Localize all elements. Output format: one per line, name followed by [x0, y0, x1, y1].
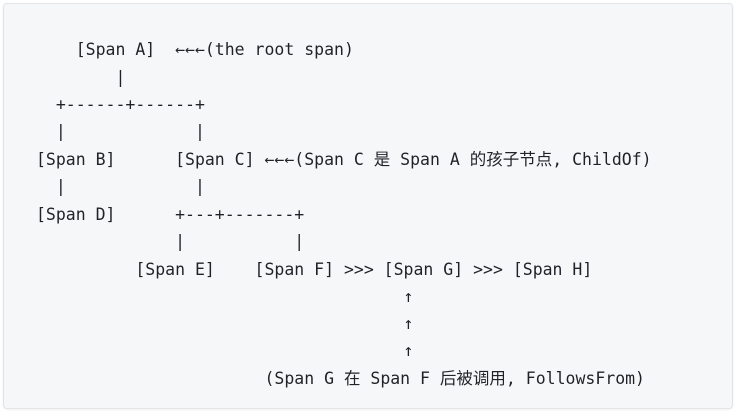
span-d-branch-line: [Span D] +---+-------+	[36, 205, 305, 224]
arrow-line: ↑	[36, 314, 414, 333]
connector-line: |	[36, 68, 126, 87]
code-block: [Span A] ←←←(the root span) | +------+--…	[3, 3, 733, 409]
arrow-line: ↑	[36, 287, 414, 306]
connector-line: | |	[36, 177, 205, 196]
arrow-line: ↑	[36, 341, 414, 360]
connector-line: | |	[36, 232, 305, 251]
span-b-c-line: [Span B] [Span C] ←←←(Span C 是 Span A 的孩…	[36, 150, 652, 169]
span-e-f-g-h-line: [Span E] [Span F] >>> [Span G] >>> [Span…	[36, 260, 593, 279]
follows-from-caption: (Span G 在 Span F 后被调用, FollowsFrom)	[36, 369, 645, 388]
span-a-line: [Span A] ←←←(the root span)	[36, 40, 354, 59]
branch-line: +------+------+	[36, 95, 205, 114]
connector-line: | |	[36, 122, 205, 141]
